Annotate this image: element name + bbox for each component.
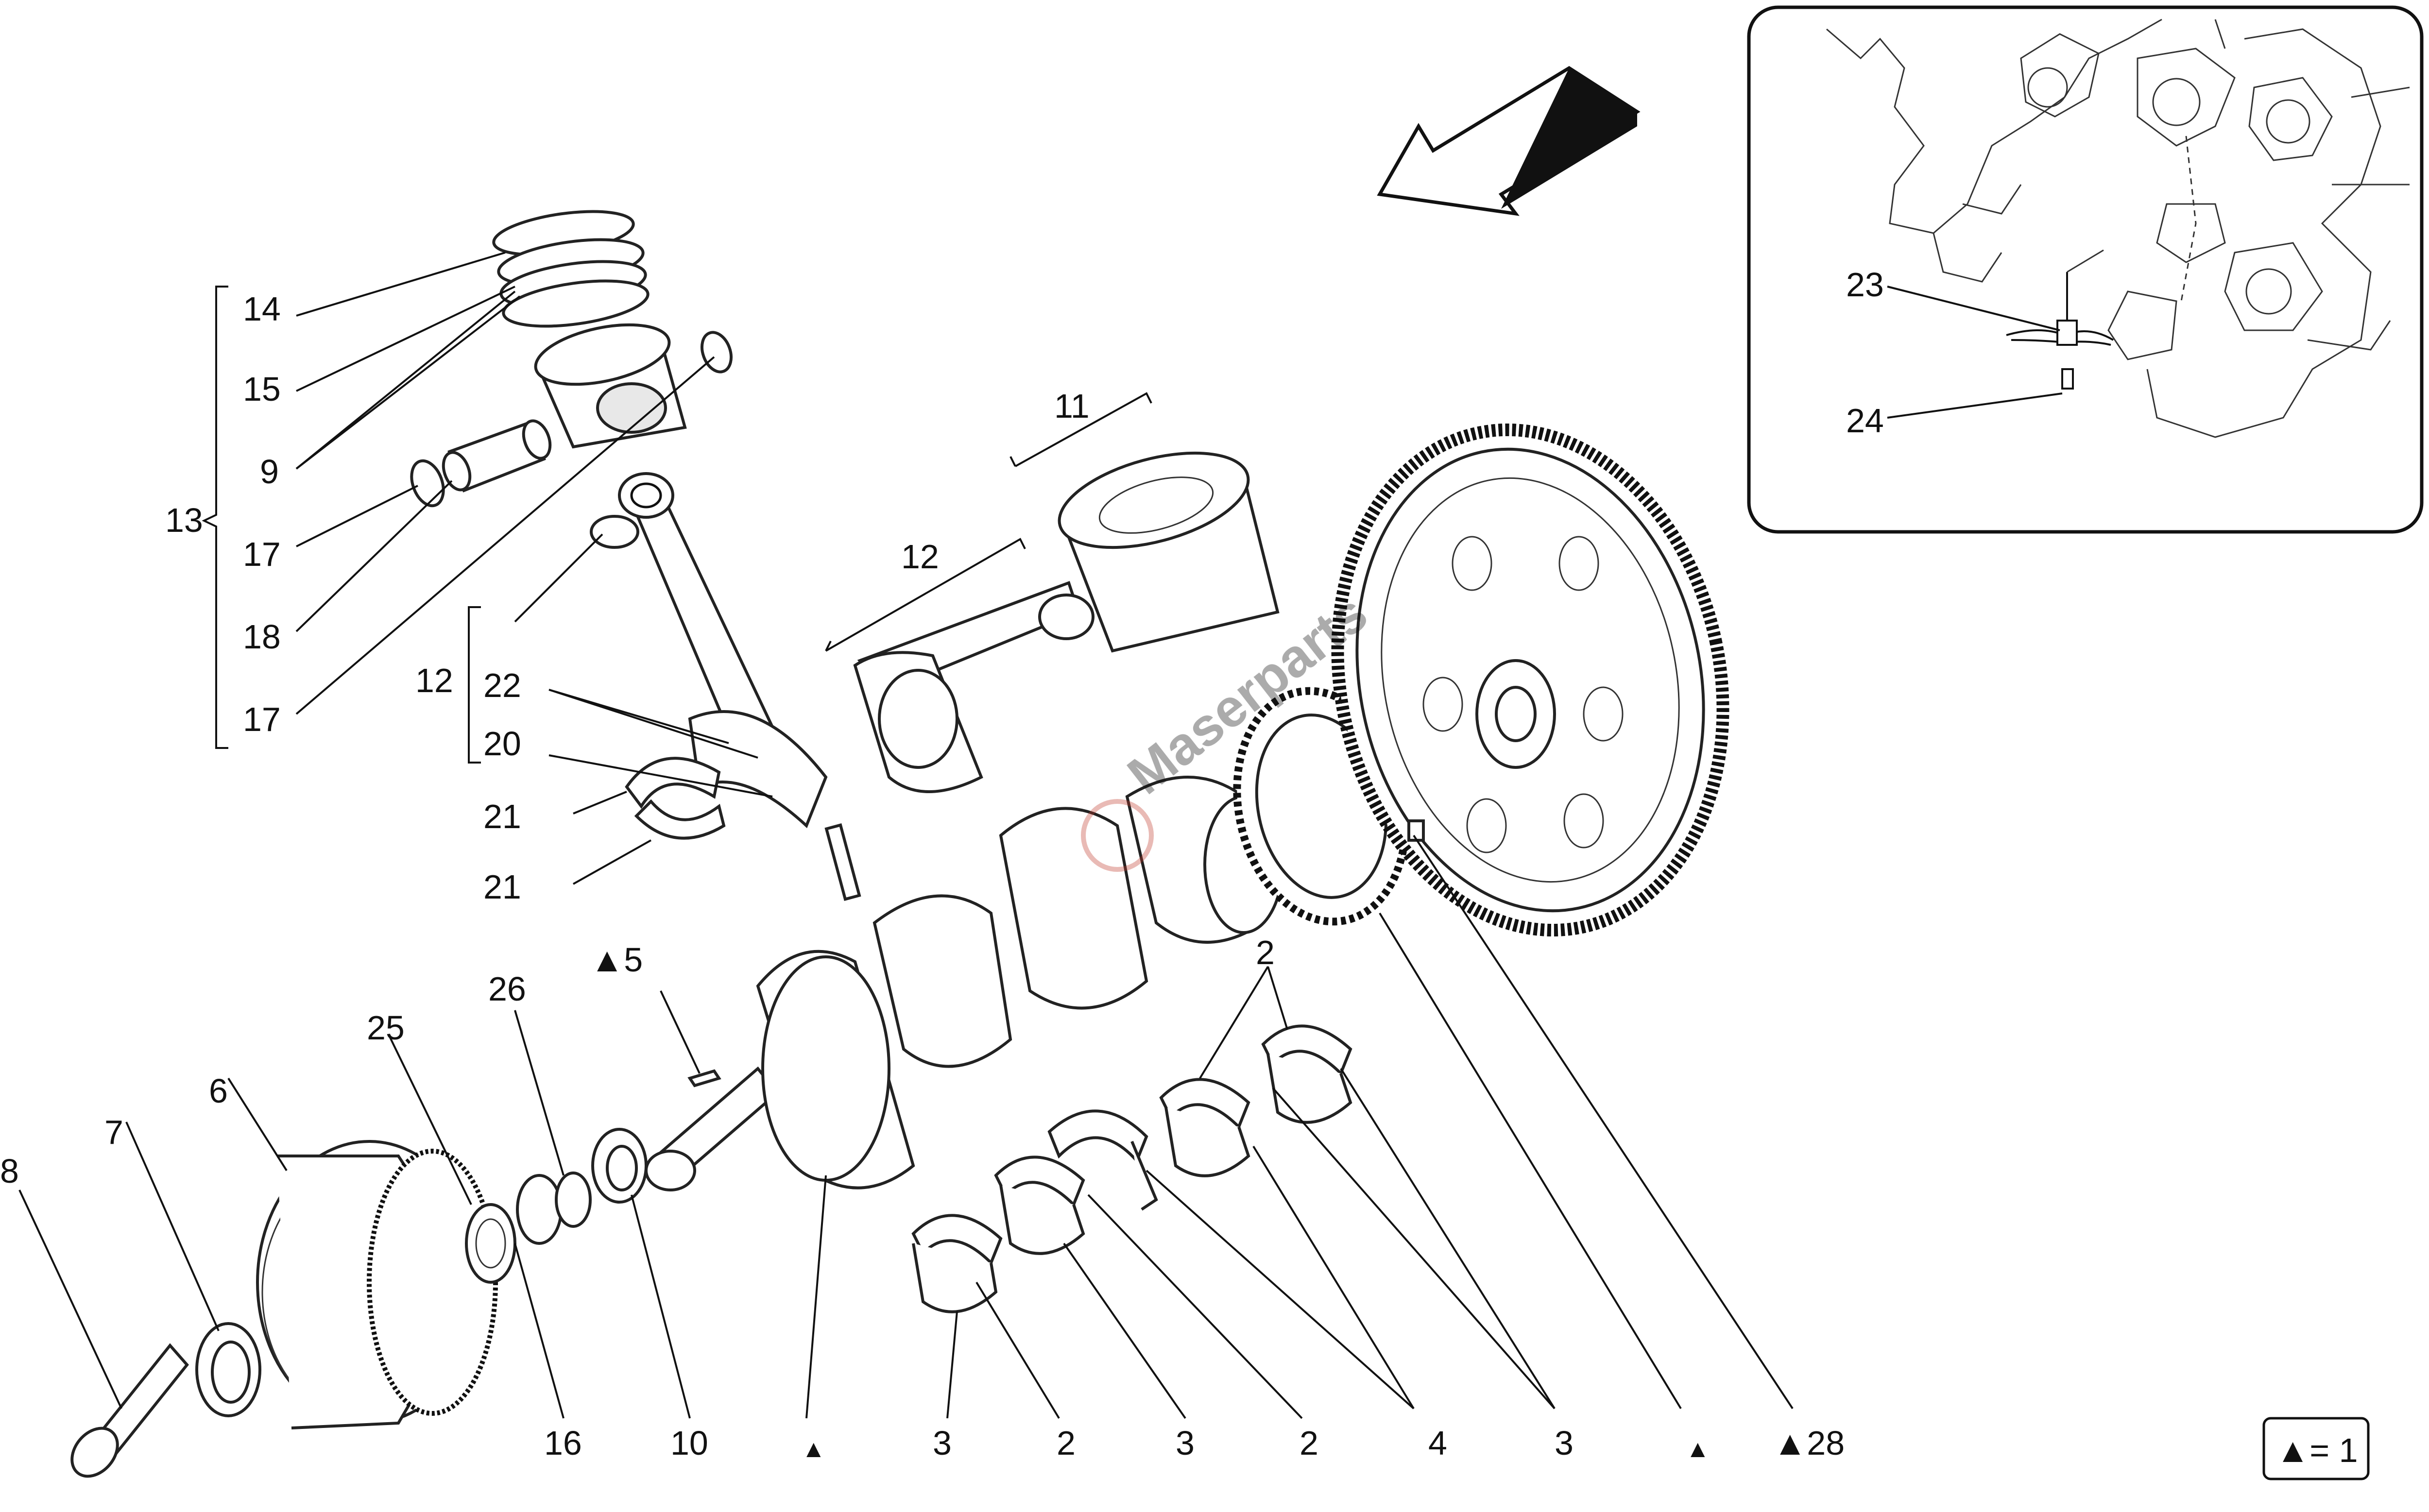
callout-17a: 17 xyxy=(243,535,281,573)
callout-18: 18 xyxy=(243,618,281,656)
connecting-rod-left xyxy=(590,472,861,901)
callout-3a: 3 xyxy=(933,1424,952,1462)
callout-2a: 2 xyxy=(1057,1424,1076,1462)
callout-21b: 21 xyxy=(483,868,521,906)
callout-22: 22 xyxy=(483,666,521,704)
callout-2b: 2 xyxy=(1300,1424,1318,1462)
inset-panel: 23 24 xyxy=(1747,5,2424,534)
callout-14: 14 xyxy=(243,290,281,328)
callout-4: 4 xyxy=(1428,1424,1447,1462)
callout-16: 16 xyxy=(544,1424,582,1462)
direction-arrow xyxy=(1377,66,1641,216)
callout-15: 15 xyxy=(243,370,281,408)
washer-10 xyxy=(591,1128,648,1204)
bearing-shells-rod xyxy=(625,757,726,840)
callout-21a: 21 xyxy=(483,798,521,835)
callout-25: 25 xyxy=(367,1009,405,1047)
callout-17b: 17 xyxy=(243,700,281,738)
callout-9: 9 xyxy=(260,453,279,491)
callout-5: ▲5 xyxy=(590,941,643,979)
callout-12a: 12 xyxy=(415,662,453,699)
crank-pulley xyxy=(256,1140,498,1429)
piston-rings xyxy=(492,210,650,328)
callout-3b: 3 xyxy=(1176,1424,1195,1462)
seal-ring-7 xyxy=(195,1322,261,1417)
callout-triangle-a: ▲ xyxy=(802,1435,826,1462)
main-bearing-shells xyxy=(911,1024,1352,1313)
callout-7: 7 xyxy=(104,1113,123,1151)
callout-26: 26 xyxy=(488,970,526,1008)
legend-box: ▲= 1 xyxy=(2262,1417,2370,1480)
engine-block-sketch xyxy=(1826,18,2410,438)
piston-pin xyxy=(442,419,552,493)
woodruff-key xyxy=(687,1069,721,1087)
legend-text: ▲= 1 xyxy=(2276,1431,2358,1469)
callout-24: 24 xyxy=(1846,402,1884,440)
callout-28: ▲28 xyxy=(1773,1424,1845,1462)
seal-25 xyxy=(465,1203,516,1284)
callout-8: 8 xyxy=(0,1152,19,1190)
oil-jet-part xyxy=(2006,249,2114,390)
callout-triangle-b: ▲ xyxy=(1686,1435,1710,1462)
oil-seal-26 xyxy=(516,1172,592,1245)
callout-23: 23 xyxy=(1846,266,1884,304)
callout-2-top: 2 xyxy=(1256,934,1275,971)
flywheel xyxy=(1331,423,1729,937)
pulley-bolt xyxy=(70,1343,189,1478)
circlip-right xyxy=(701,331,733,374)
crankshaft xyxy=(645,776,1361,1191)
callout-13: 13 xyxy=(165,501,203,539)
callout-6: 6 xyxy=(209,1072,228,1110)
piston-assembly xyxy=(853,451,1280,793)
callout-3c: 3 xyxy=(1555,1424,1574,1462)
small-piston xyxy=(534,323,687,449)
callout-11: 11 xyxy=(1054,387,1090,425)
callout-20: 20 xyxy=(483,725,521,763)
leader-lines xyxy=(18,252,1794,1419)
callout-12b: 12 xyxy=(901,538,939,576)
callout-10: 10 xyxy=(670,1424,708,1462)
